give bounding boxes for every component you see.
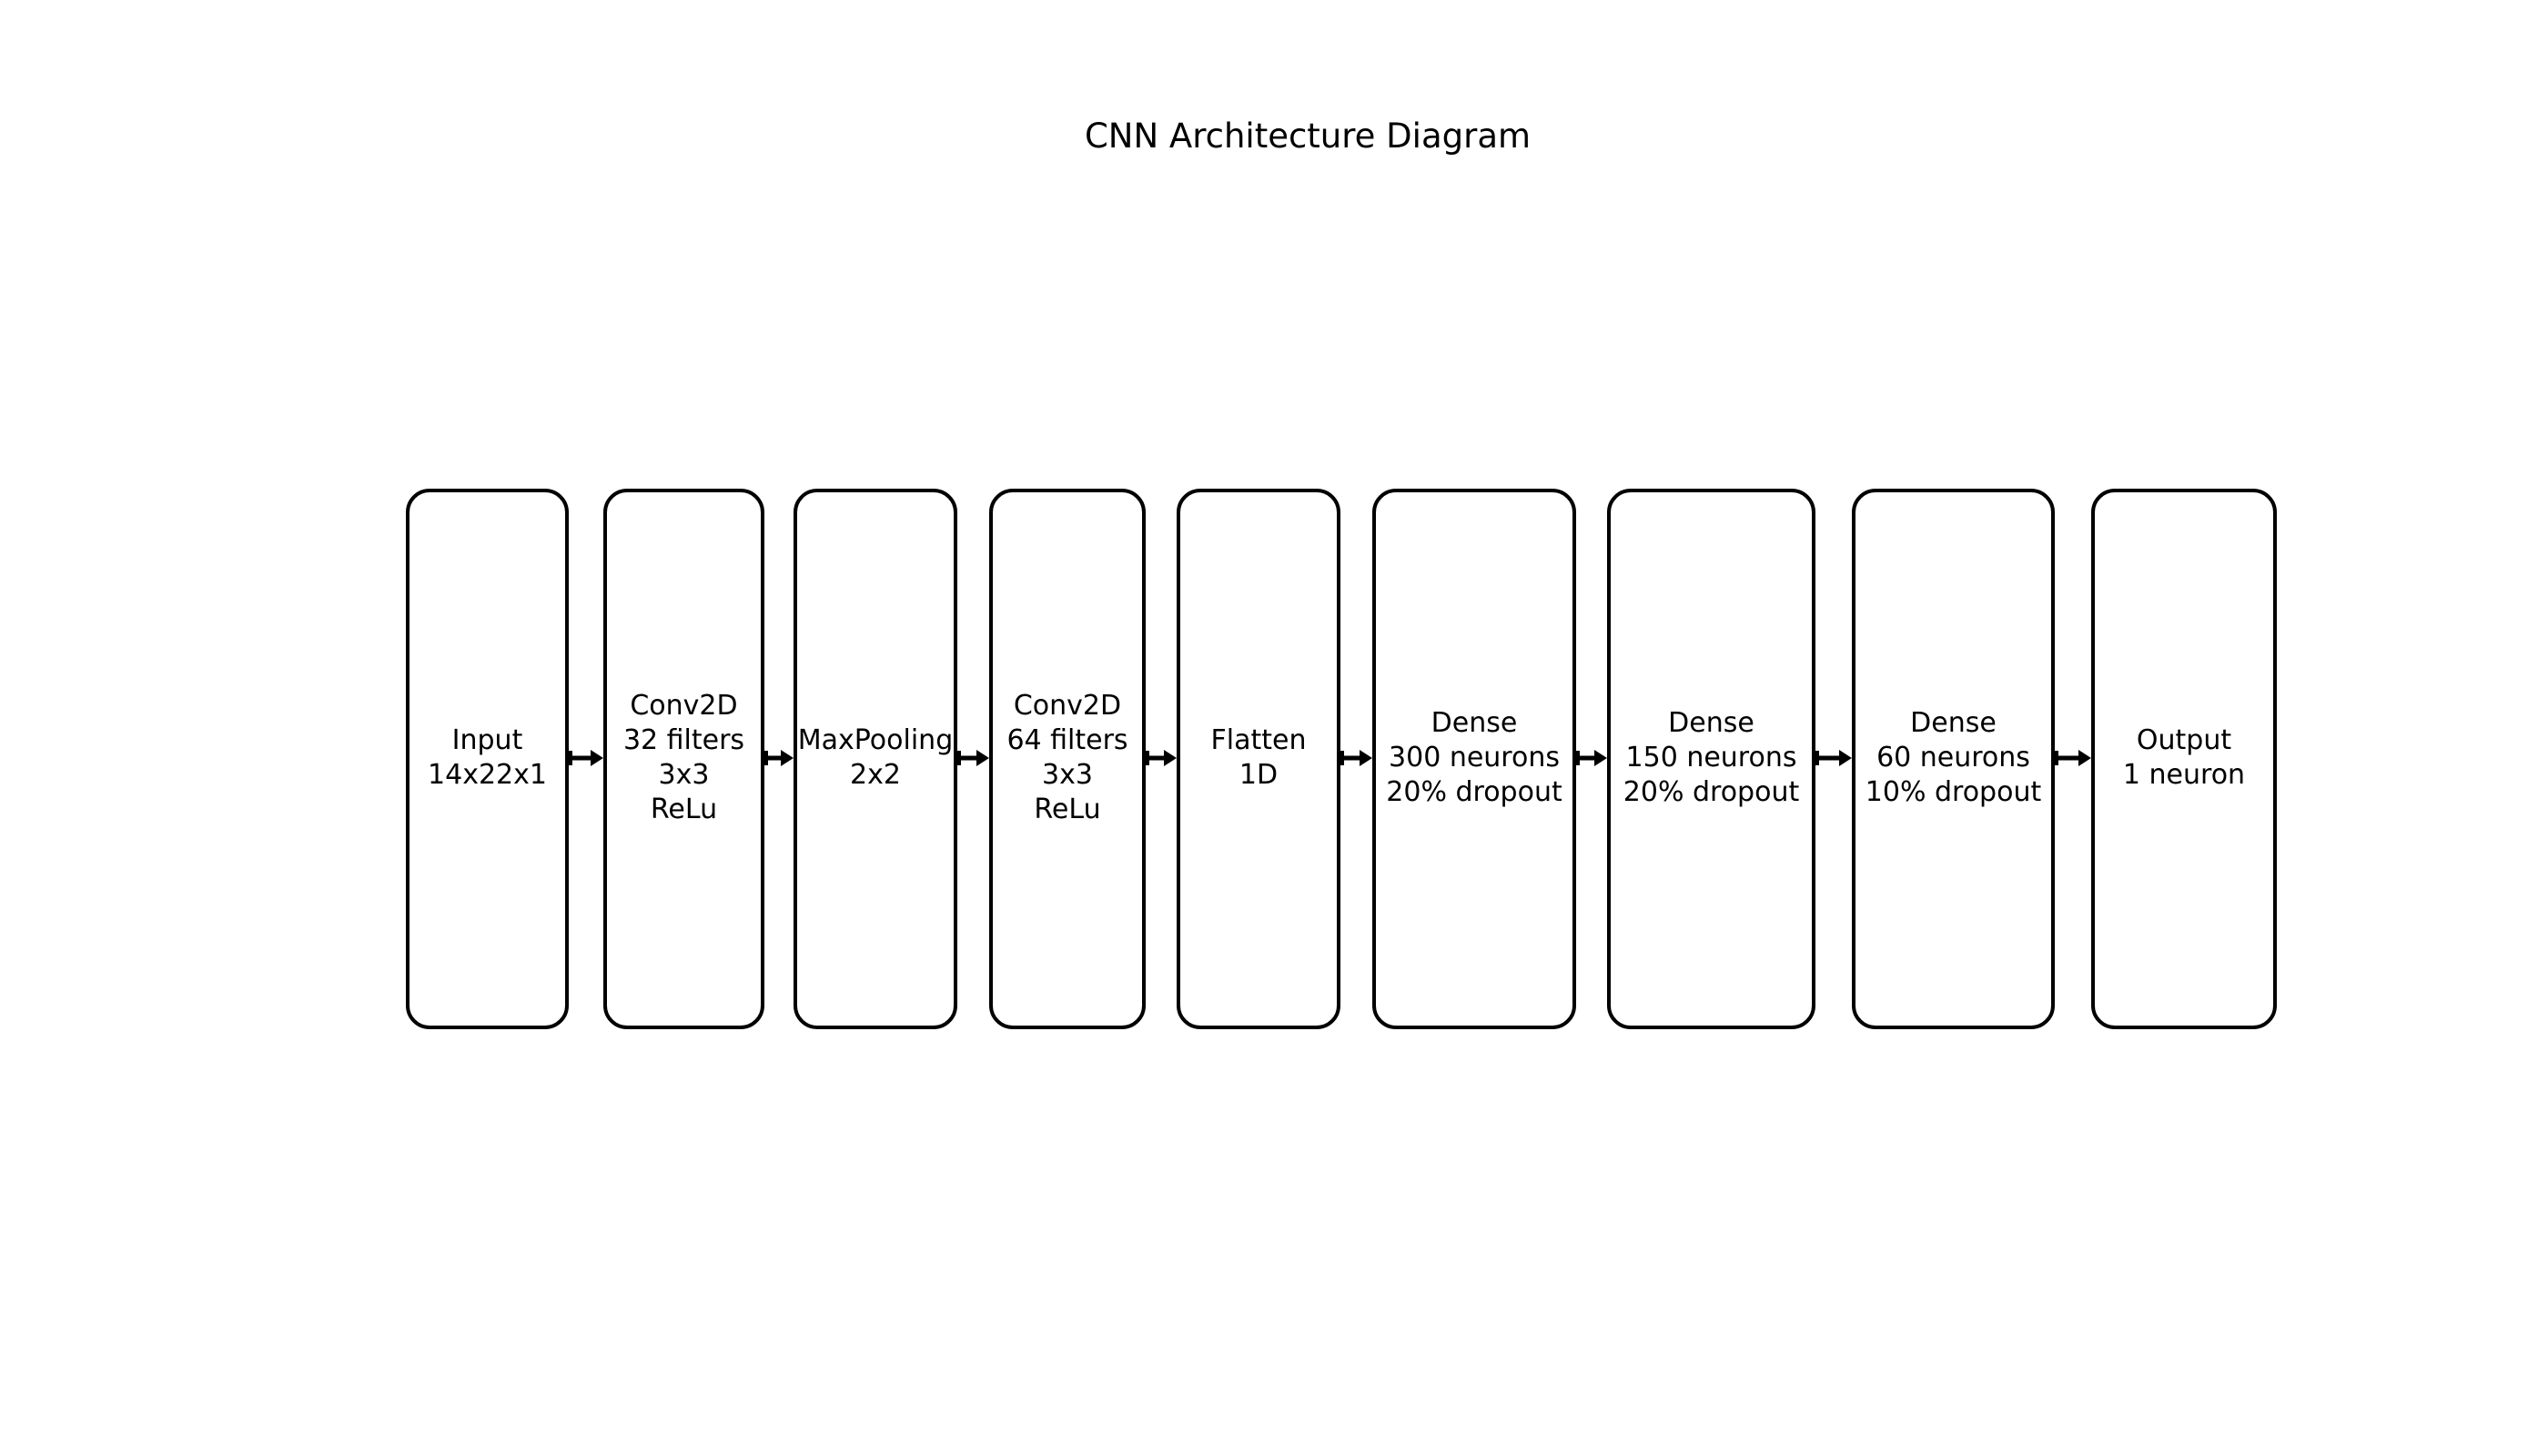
arrow-conv2d-1-to-maxpooling-1 (764, 748, 794, 768)
arrow-dense-300-to-dense-150 (1576, 748, 1607, 768)
layer-box-conv2d-2[interactable] (989, 489, 1146, 1029)
arrow-flatten-to-dense-300 (1340, 748, 1372, 768)
arrow-dense-150-to-dense-60 (1815, 748, 1852, 768)
diagram-title-wrapper: CNN Architecture Diagram (1085, 116, 1531, 157)
layer-box-flatten[interactable] (1177, 489, 1340, 1029)
arrow-input-to-conv2d-1 (569, 748, 603, 768)
arrow-conv2d-2-to-flatten (1146, 748, 1177, 768)
arrow-maxpooling-1-to-conv2d-2 (957, 748, 989, 768)
arrow-dense-60-to-output (2055, 748, 2091, 768)
layer-box-output[interactable] (2091, 489, 2277, 1029)
layer-box-conv2d-1[interactable] (603, 489, 764, 1029)
layer-box-dense-150[interactable] (1607, 489, 1815, 1029)
layer-box-dense-300[interactable] (1372, 489, 1576, 1029)
layer-box-input[interactable] (406, 489, 569, 1029)
layer-box-maxpooling-1[interactable] (794, 489, 957, 1029)
layer-box-dense-60[interactable] (1852, 489, 2055, 1029)
page-title: CNN Architecture Diagram (1084, 116, 1532, 156)
